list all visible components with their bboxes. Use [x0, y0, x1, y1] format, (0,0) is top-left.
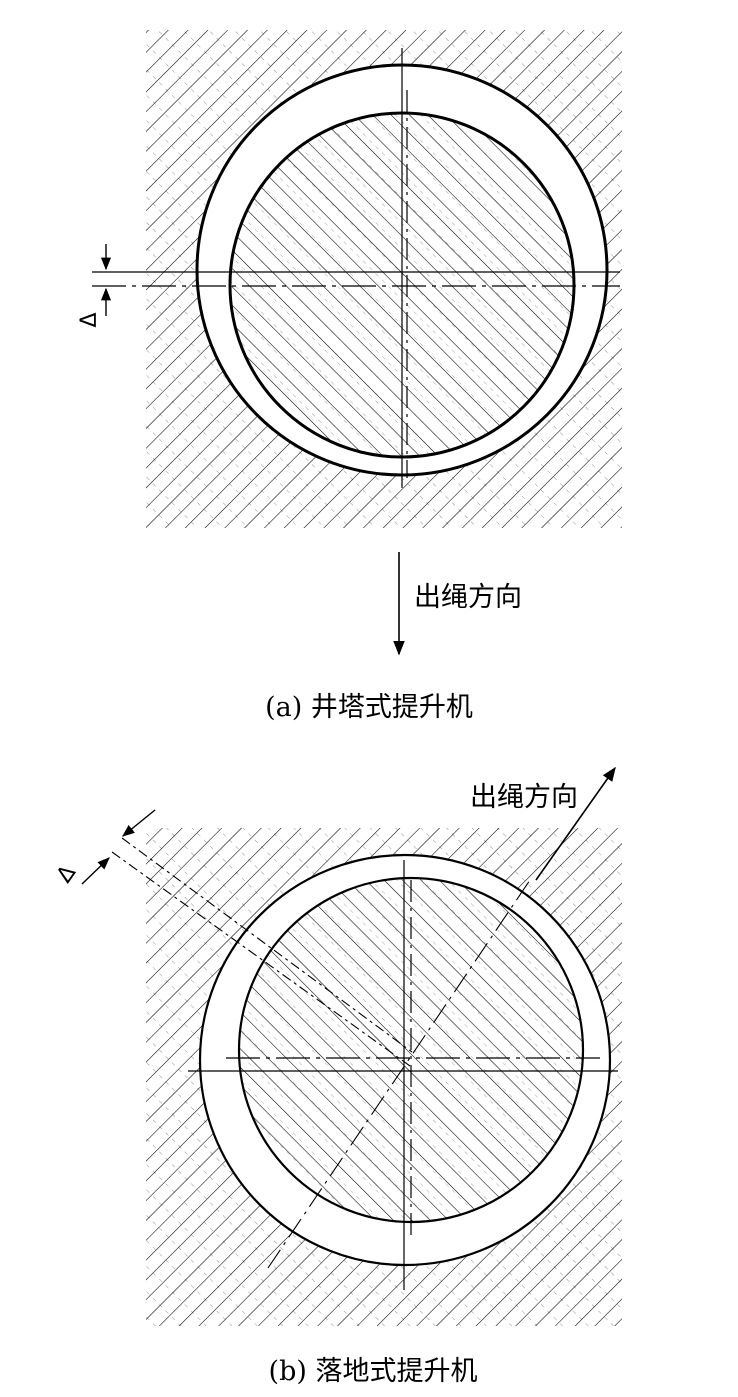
clearance-symbol-a: Δ — [77, 312, 102, 327]
rope-direction-centerline — [267, 879, 531, 1269]
clearance-line-outer — [111, 851, 411, 1067]
clearance-symbol-b: Δ — [52, 861, 81, 888]
clearance-line-inner — [121, 837, 413, 1053]
rope-direction-label-b: 出绳方向 — [470, 782, 578, 813]
panel-a-diagram: Δ 出绳方向 (a) 井塔式提升机 — [77, 30, 622, 723]
rope-direction-arrow-b — [535, 766, 616, 881]
rope-direction-label-a: 出绳方向 — [414, 582, 522, 613]
caption-a: (a) 井塔式提升机 — [265, 692, 473, 723]
panel-b-diagram: Δ 出绳方向 (b) 落地式提升机 — [52, 766, 622, 1387]
clearance-arrow-upper — [122, 809, 156, 837]
clearance-arrow-lower — [81, 857, 110, 885]
caption-b: (b) 落地式提升机 — [269, 1356, 478, 1387]
